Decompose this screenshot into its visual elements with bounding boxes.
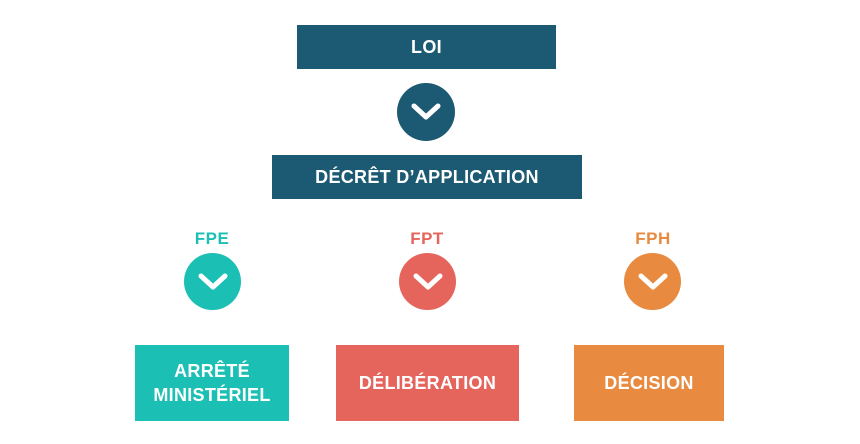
- chevron-down-icon: [397, 83, 455, 141]
- fph-label: FPH: [635, 229, 671, 248]
- chevron-down-icon: [399, 253, 456, 310]
- chevron-down-icon: [624, 253, 681, 310]
- arrete-ministeriel-box: ARRÊTÉ MINISTÉRIEL: [135, 345, 289, 421]
- loi-box: LOI: [297, 25, 556, 69]
- fpe-label: FPE: [194, 229, 230, 248]
- decision-box: DÉCISION: [574, 345, 724, 421]
- fpt-label: FPT: [410, 229, 444, 248]
- decret-application-box: DÉCRÊT D’APPLICATION: [272, 155, 582, 199]
- chevron-down-icon: [184, 253, 241, 310]
- deliberation-box: DÉLIBÉRATION: [336, 345, 519, 421]
